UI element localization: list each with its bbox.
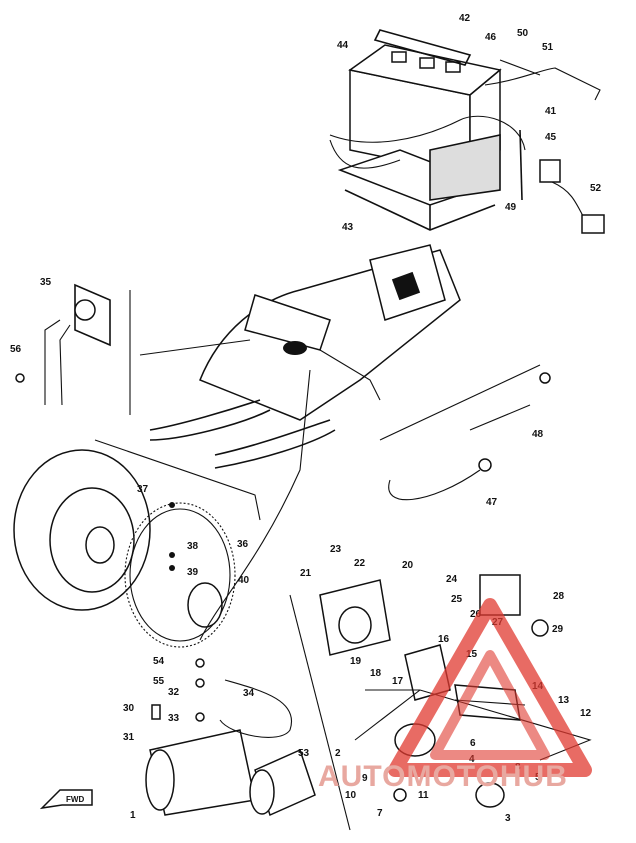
callout-47: 47 [486, 497, 498, 508]
callout-11: 11 [418, 790, 429, 801]
callout-54: 54 [153, 656, 165, 667]
flywheel-magneto-assembly [13, 439, 261, 648]
callout-26: 26 [470, 609, 482, 620]
callout-45: 45 [545, 132, 557, 143]
forward-direction-arrow: FWD [39, 789, 93, 810]
callout-56: 56 [10, 344, 22, 355]
callout-1: 1 [130, 810, 136, 821]
throttle-cable-assembly [379, 364, 551, 501]
callout-18: 18 [370, 668, 382, 679]
callout-25: 25 [451, 594, 463, 605]
callout-51: 51 [542, 42, 554, 53]
callout-44: 44 [337, 40, 349, 51]
callout-24: 24 [446, 574, 458, 585]
callout-55: 55 [153, 676, 165, 687]
callout-43: 43 [342, 222, 354, 233]
callout-53: 53 [298, 748, 310, 759]
callout-15: 15 [466, 649, 478, 660]
callout-31: 31 [123, 732, 135, 743]
watermark-text: AUTOMOTOHUB [318, 760, 568, 793]
callout-34: 34 [243, 688, 255, 699]
callout-38: 38 [187, 541, 199, 552]
callout-50: 50 [517, 28, 529, 39]
callout-19: 19 [350, 656, 362, 667]
callout-5: 5 [535, 772, 541, 783]
callout-37: 37 [137, 484, 149, 495]
watermark-inner-triangle [430, 650, 550, 760]
callout-20: 20 [402, 560, 414, 571]
callout-labels: 1 2 3 4 5 6 7 8 9 10 11 12 13 14 15 16 1… [10, 13, 602, 824]
callout-21: 21 [300, 568, 312, 579]
callout-35: 35 [40, 277, 52, 288]
callout-42: 42 [459, 13, 471, 24]
watermark-logo [388, 598, 592, 777]
fwd-label: FWD [66, 795, 84, 804]
callout-17: 17 [392, 676, 404, 687]
callout-28: 28 [553, 591, 565, 602]
watermark-brand: AUTOMOTOHUB [318, 760, 628, 800]
callout-49: 49 [505, 202, 517, 213]
snowmobile-body [139, 244, 461, 469]
callout-41: 41 [545, 106, 557, 117]
callout-23: 23 [330, 544, 342, 555]
callout-16: 16 [438, 634, 450, 645]
callout-39: 39 [187, 567, 199, 578]
callout-33: 33 [168, 713, 180, 724]
callout-32: 32 [168, 687, 180, 698]
callout-40: 40 [238, 575, 250, 586]
callout-10: 10 [345, 790, 357, 801]
callout-7: 7 [377, 808, 383, 819]
callout-46: 46 [485, 32, 497, 43]
callout-6: 6 [470, 738, 476, 749]
callout-52: 52 [590, 183, 602, 194]
callout-2: 2 [335, 748, 341, 759]
ignition-switch-assembly [15, 283, 131, 415]
callout-3: 3 [505, 813, 511, 824]
callout-22: 22 [354, 558, 366, 569]
callout-12: 12 [580, 708, 592, 719]
callout-48: 48 [532, 429, 544, 440]
callout-13: 13 [558, 695, 570, 706]
starter-unit [145, 369, 316, 817]
battery-assembly [329, 29, 605, 234]
callout-36: 36 [237, 539, 249, 550]
callout-30: 30 [123, 703, 135, 714]
callout-29: 29 [552, 624, 564, 635]
starter-motor-exploded [289, 574, 592, 831]
callout-9: 9 [362, 773, 368, 784]
watermark-triangle [388, 598, 592, 777]
